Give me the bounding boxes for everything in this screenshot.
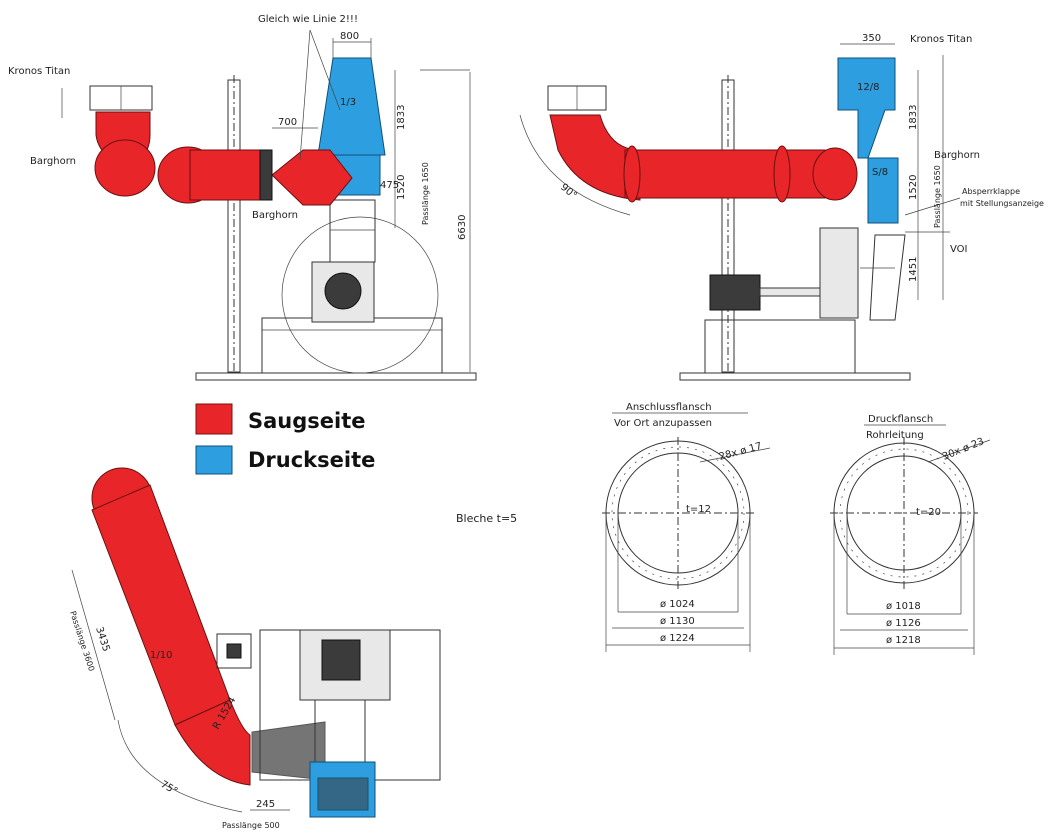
bolt-circle	[611, 446, 745, 580]
passlaenge-label: Passlänge 1650	[421, 162, 430, 225]
suction-elbow	[549, 114, 641, 201]
dim-outer: ø 1224	[660, 633, 695, 644]
flange-druck: Druckflansch Rohrleitung 30x ø 23 t=20 ø…	[830, 414, 991, 655]
base-plate	[679, 372, 911, 381]
legend-swatch-pressure	[195, 445, 233, 475]
dim-label: 800	[340, 31, 359, 42]
suction-bend	[174, 699, 251, 786]
dim-label: 3435	[93, 626, 111, 654]
dim-label: 6630	[457, 215, 468, 240]
barghorn-label: Barghorn	[30, 156, 76, 167]
column-symbol	[216, 633, 252, 669]
flange-title: Druckflansch	[868, 414, 933, 425]
fan-housing	[281, 216, 439, 374]
note-gleich: Gleich wie Linie 2!!!	[258, 14, 358, 25]
dim-inner: ø 1024	[660, 599, 695, 610]
absperrklappe-label: Absperrklappe	[962, 187, 1020, 196]
legend: Saugseite Druckseite	[195, 403, 375, 475]
pressure-duct	[317, 57, 386, 156]
legend-label-suction: Saugseite	[248, 409, 366, 433]
vol-label: VOI	[950, 244, 968, 255]
dim-label: 700	[278, 117, 297, 128]
passlaenge-label: Passlänge 3600	[68, 610, 96, 673]
svg-text:1/10: 1/10	[150, 650, 172, 661]
kronos-label: Kronos Titan	[8, 66, 70, 77]
top-view: 1/10 3435 Passlänge 3600 R 1524 75° 245 …	[68, 467, 441, 830]
svg-text:12/8: 12/8	[857, 82, 879, 93]
flange-subtitle: Rohrleitung	[866, 430, 924, 441]
dim-label: 350	[862, 33, 881, 44]
dim-label: 245	[256, 799, 275, 810]
suction-ring-1	[94, 139, 156, 197]
dim-label: 1833	[908, 105, 919, 130]
pressure-duct	[837, 57, 896, 159]
fan-frame	[261, 317, 443, 374]
dim-outer: ø 1218	[886, 635, 921, 646]
passlaenge-label: Passlänge 500	[222, 821, 280, 830]
dim-label: 1520	[908, 175, 919, 200]
bolt-circle	[839, 448, 969, 578]
suction-pipe	[624, 149, 826, 199]
dim-inner: ø 1018	[886, 601, 921, 612]
angle-label: 75°	[159, 779, 180, 797]
flange-anschluss: Anschlussflansch Vor Ort anzupassen 28x …	[602, 402, 771, 652]
barghorn-label: Barghorn	[934, 150, 980, 161]
suction-pipe-diagonal	[91, 484, 231, 726]
front-view: 1/3 Gleich wie Linie 2!!! Kronos Titan B…	[8, 14, 477, 381]
kronos-label: Kronos Titan	[910, 34, 972, 45]
hole-spec: 30x ø 23	[941, 436, 986, 463]
dim-label: 1451	[908, 257, 919, 282]
legend-swatch-suction	[195, 403, 233, 435]
bleche-label: Bleche t=5	[456, 512, 517, 525]
absperrklappe-label: mit Stellungsanzeige	[960, 199, 1044, 208]
suction-pipe	[189, 149, 261, 201]
angle-label: 90°	[558, 182, 579, 202]
flange-subtitle: Vor Ort anzupassen	[614, 418, 712, 429]
suction-transition	[271, 149, 353, 206]
base-plate	[195, 372, 477, 381]
dim-label: 1833	[396, 105, 407, 130]
side-view: 12/8 S/8 Kronos Titan 350 1833 1520 1451…	[519, 33, 1044, 381]
svg-text:1/3: 1/3	[340, 97, 356, 108]
hole-spec: 28x ø 17	[718, 441, 763, 463]
dim-bolt: ø 1126	[886, 618, 921, 629]
barghorn-label: Barghorn	[252, 210, 298, 221]
legend-label-pressure: Druckseite	[248, 448, 375, 472]
suction-ring	[812, 147, 858, 201]
dim-label: 475	[380, 180, 399, 191]
thickness-label: t=20	[916, 507, 941, 518]
dim-bolt: ø 1130	[660, 616, 695, 627]
flange-title: Anschlussflansch	[626, 402, 712, 413]
passlaenge-label: Passlänge 1650	[933, 165, 942, 228]
motor	[709, 274, 761, 311]
svg-text:S/8: S/8	[872, 167, 888, 178]
dim-label: 1520	[396, 175, 407, 200]
thickness-label: t=12	[686, 504, 711, 515]
